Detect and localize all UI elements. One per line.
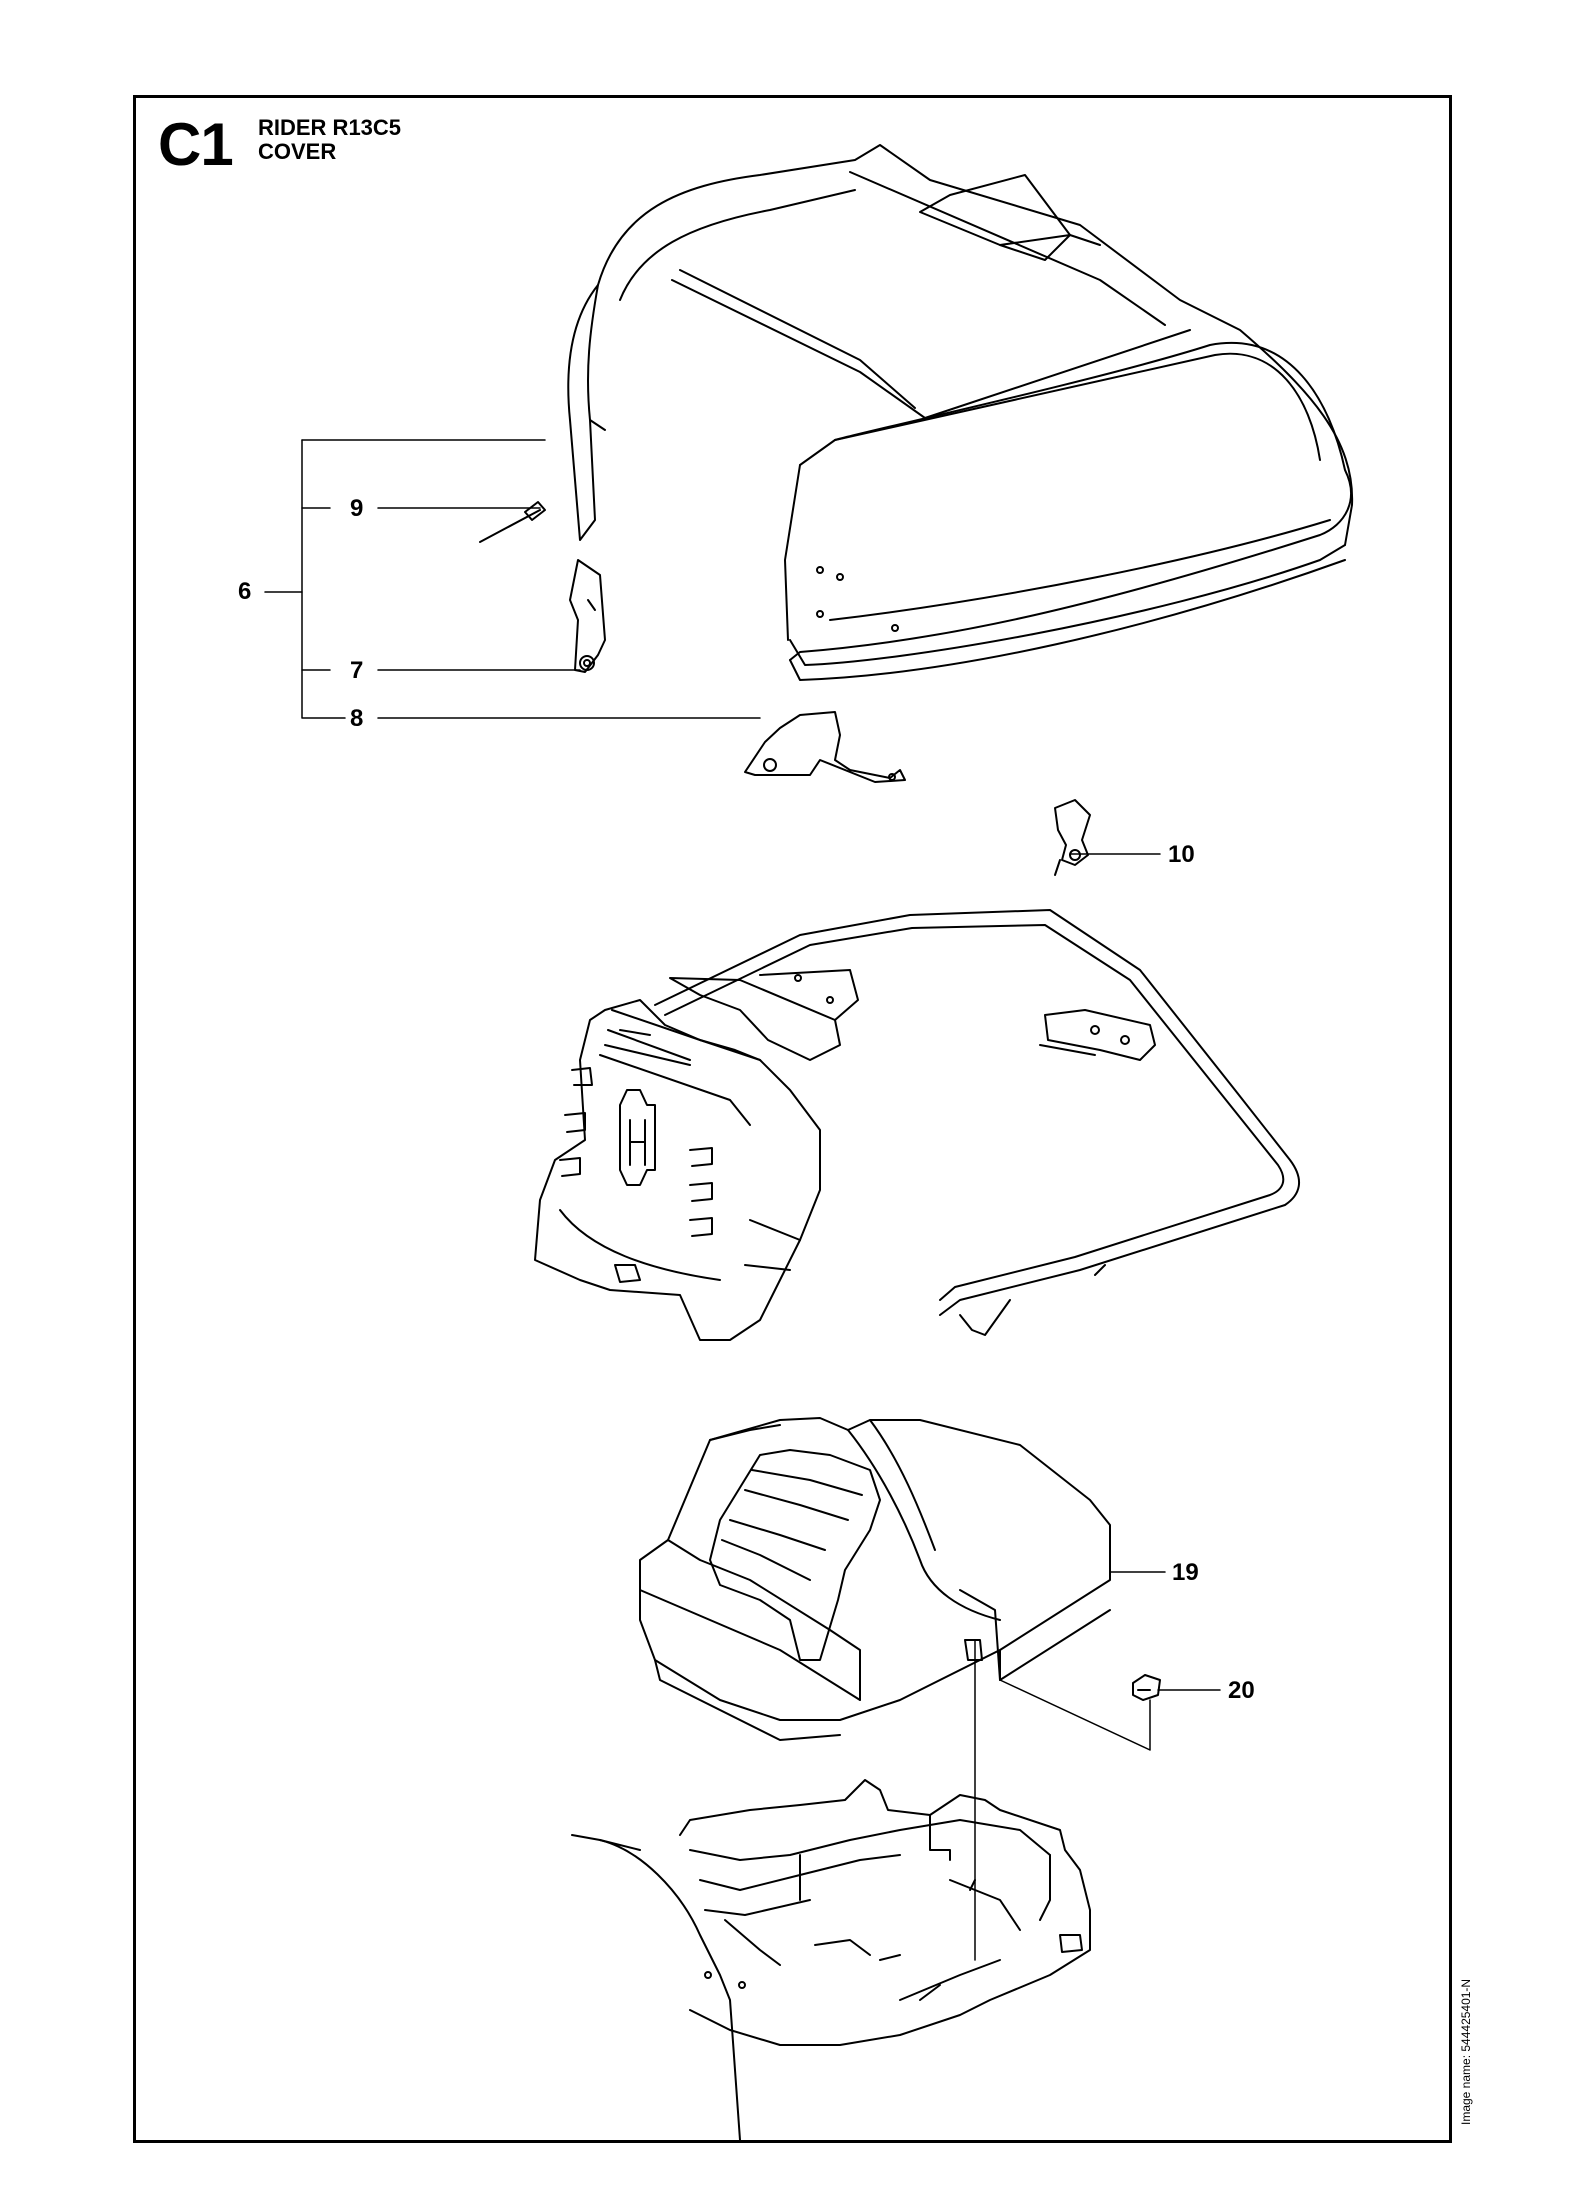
upper-cover-drawing — [639, 1417, 1111, 1741]
hood-cover-drawing — [567, 144, 1354, 681]
drawing-frame — [133, 95, 1452, 2143]
callout-19: 19 — [1172, 1559, 1199, 1586]
lower-chassis-drawing — [571, 1779, 1091, 2141]
callout-20: 20 — [1228, 1677, 1255, 1704]
callout-8: 8 — [350, 705, 364, 732]
screw-drawing — [1132, 1674, 1161, 1701]
leader-lines — [264, 439, 1221, 1961]
section-title: RIDER R13C5 COVER — [258, 116, 401, 164]
model-name: RIDER R13C5 — [258, 115, 402, 140]
callout-7: 7 — [350, 657, 364, 684]
section-name: COVER — [258, 139, 337, 164]
section-code: C1 — [158, 111, 234, 178]
seat-frame-drawing — [534, 909, 1300, 1341]
hinge-parts-drawing — [479, 501, 1091, 876]
callout-9: 9 — [350, 495, 364, 522]
callout-10: 10 — [1168, 841, 1195, 868]
callout-6: 6 — [238, 578, 252, 605]
